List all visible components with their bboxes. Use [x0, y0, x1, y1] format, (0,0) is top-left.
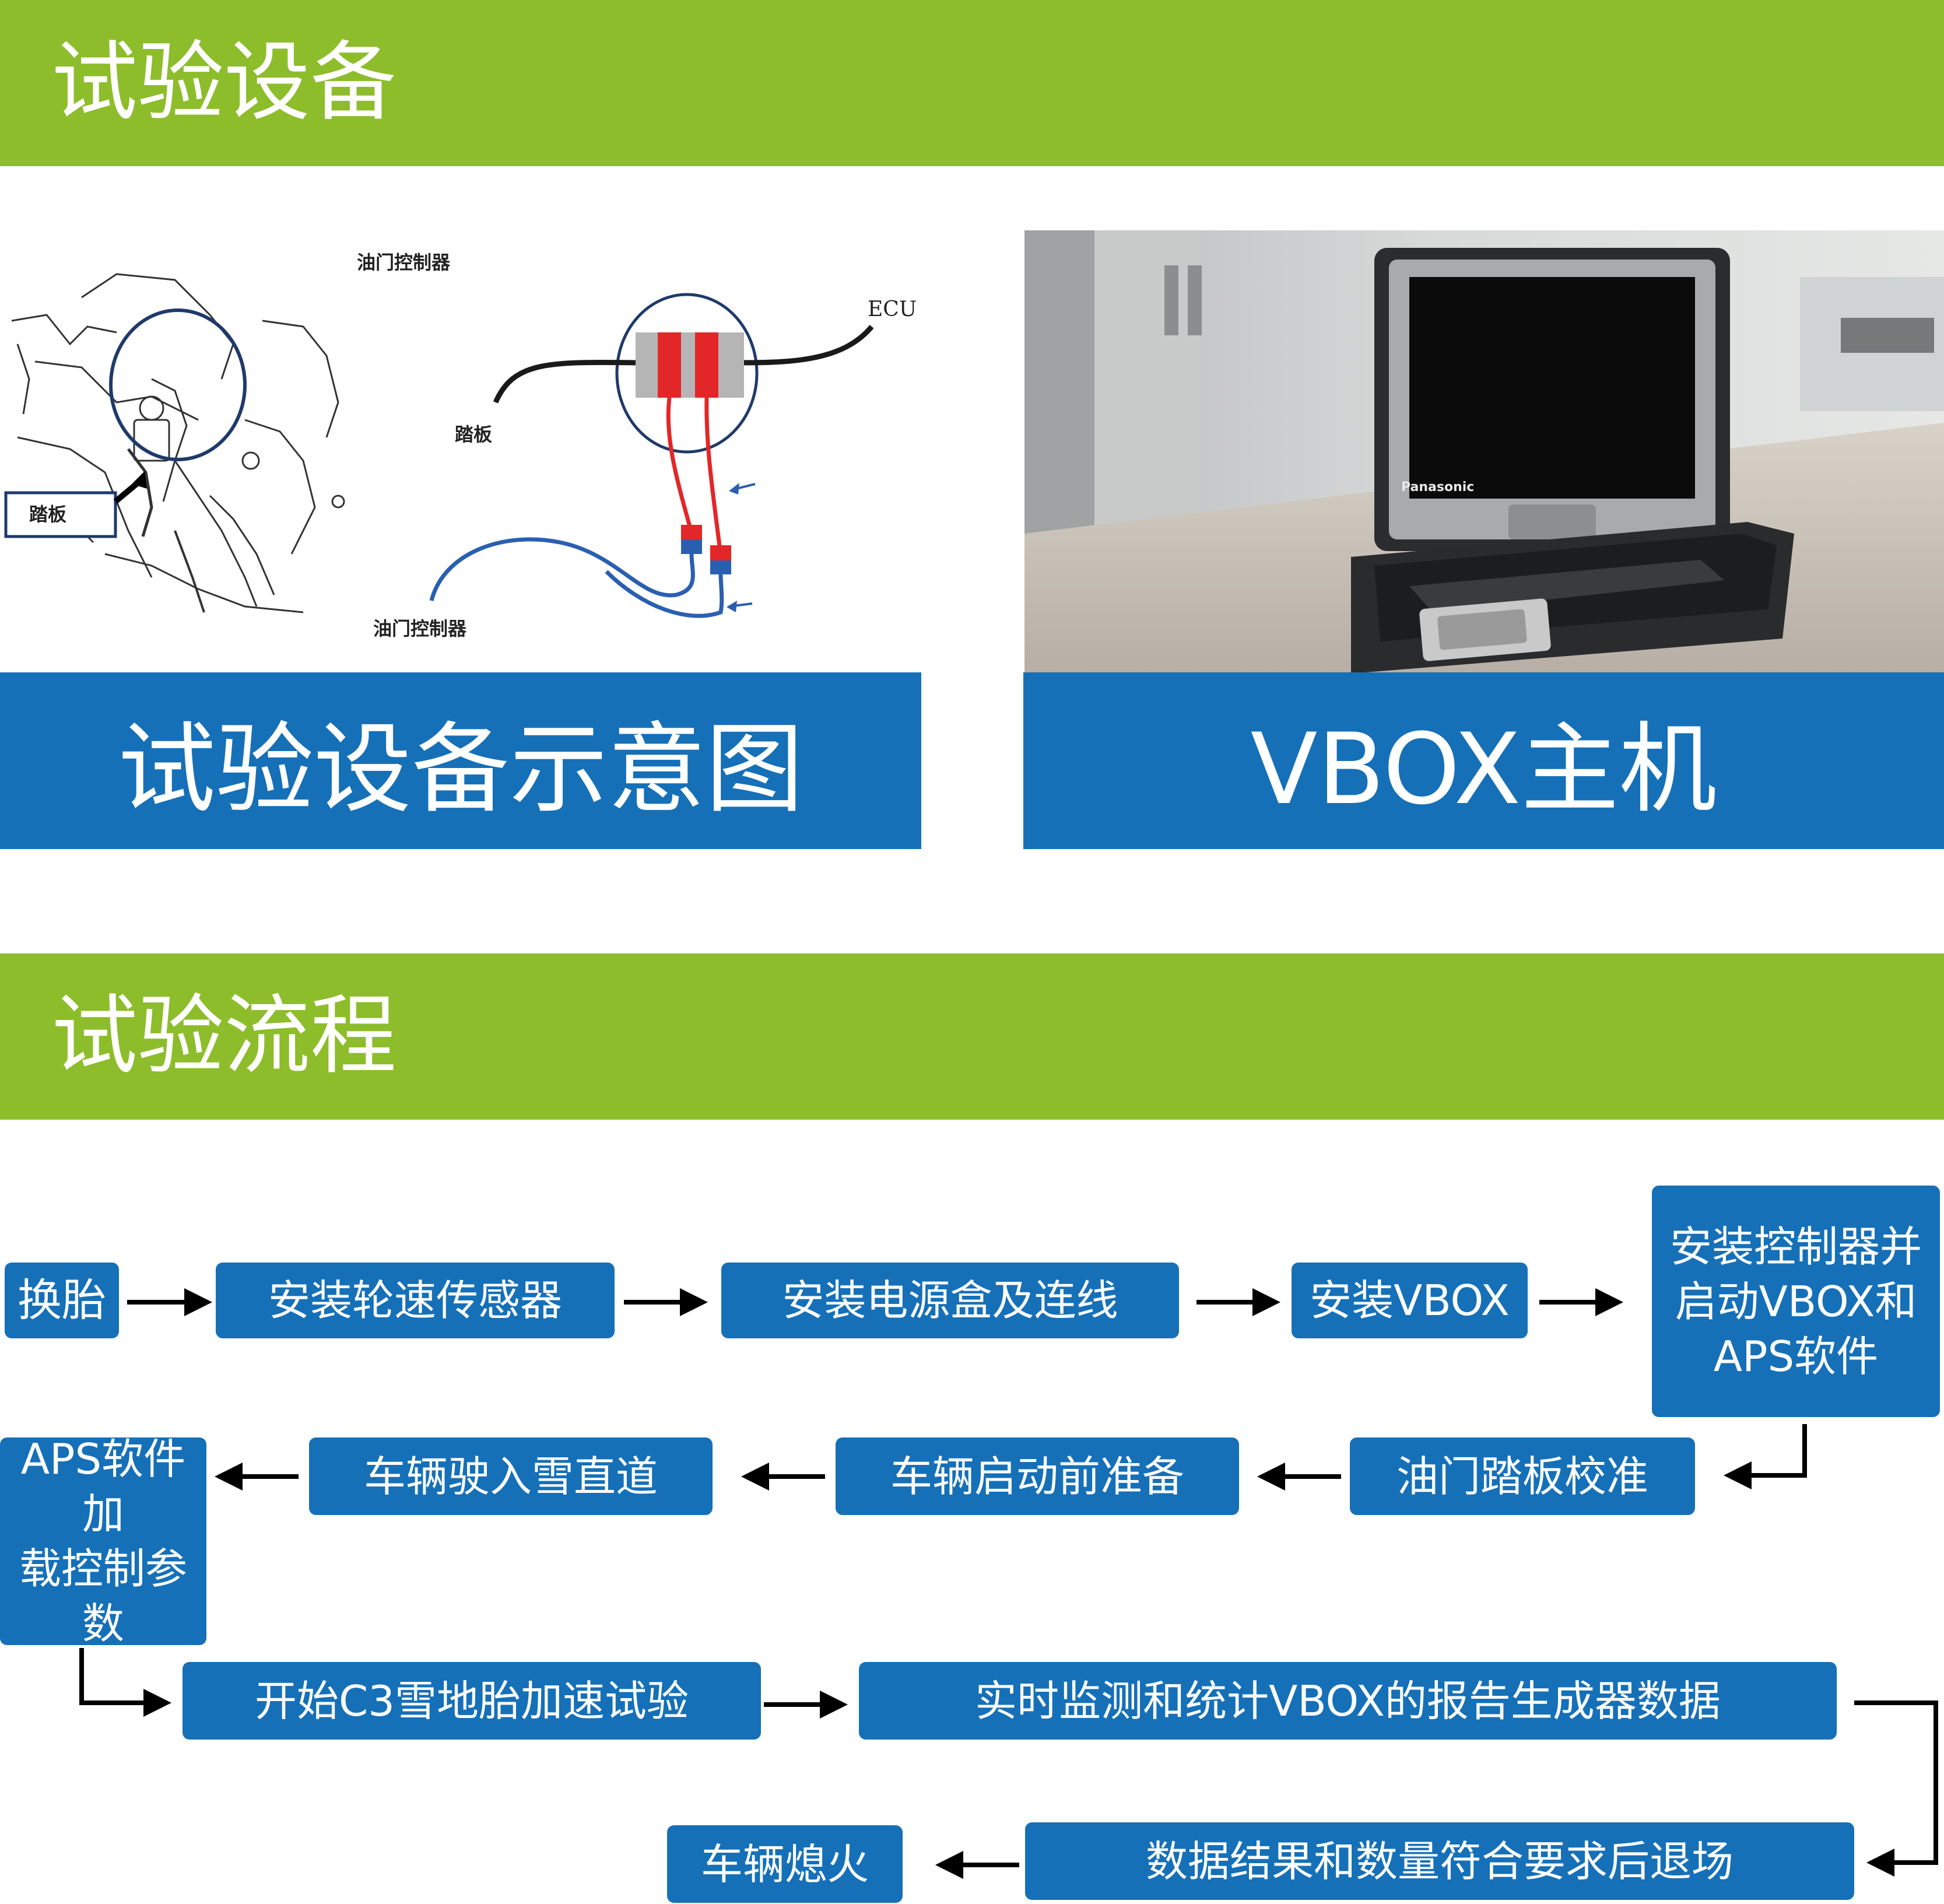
connector-red-left: [658, 332, 681, 398]
equipment-diagram: 油门控制器 ECU 踏板 踏板 油门控制器: [0, 227, 921, 671]
flow-step-change-tires: 换胎: [5, 1263, 119, 1338]
section-header-process: 试验流程: [0, 953, 1944, 1120]
magnifier-circle: [109, 308, 247, 461]
red-wire-left: [666, 397, 693, 531]
connector-red-right: [695, 332, 718, 398]
flow-step-monitor-vbox-report-data: 实时监测和统计VBOX的报告生成器数据: [859, 1662, 1837, 1740]
flow-step-pre-start-preparation: 车辆启动前准备: [836, 1437, 1239, 1515]
section-title-equipment: 试验设备: [51, 32, 396, 132]
flow-step-install-controller-start-software: 安装控制器并 启动VBOX和 APS软件: [1652, 1186, 1940, 1417]
flow-step-drive-into-snow-lane: 车辆驶入雪直道: [309, 1437, 713, 1515]
laptop-screen: [1409, 277, 1695, 499]
equipment-diagram-svg: [4, 273, 874, 618]
pedal-illustration: [11, 273, 345, 613]
section-header-equipment: 试验设备: [0, 0, 1944, 166]
flow-step-install-vbox: 安装VBOX: [1292, 1263, 1528, 1338]
caption-vbox-host: VBOX主机: [1023, 672, 1944, 849]
label-throttle-controller-top: 油门控制器: [357, 251, 451, 273]
label-throttle-controller-bottom: 油门控制器: [373, 618, 467, 640]
flow-step-load-control-parameters: APS软件加 载控制参 数: [0, 1435, 206, 1648]
ecu-wire: [743, 325, 874, 366]
vbox-photo-svg: [1024, 230, 1944, 674]
flow-step-throttle-pedal-calibration: 油门踏板校准: [1350, 1437, 1695, 1515]
blue-wire: [429, 537, 695, 601]
vbox-photo: Panasonic: [1024, 230, 1944, 674]
red-wire-right: [704, 397, 722, 552]
flow-step-install-power-box: 安装电源盒及连线: [721, 1263, 1179, 1338]
flow-step-install-wheel-speed-sensor: 安装轮速传感器: [216, 1263, 615, 1338]
pedal-wire: [493, 359, 636, 404]
connector-block: [636, 332, 744, 398]
label-pedal-illustration: 踏板: [29, 503, 67, 525]
flow-step-data-ok-exit-site: 数据结果和数量符合要求后退场: [1025, 1822, 1854, 1900]
caption-equipment-diagram: 试验设备示意图: [0, 672, 921, 849]
label-pedal-schematic: 踏板: [455, 423, 493, 446]
laptop-brand-logo: Panasonic: [1401, 480, 1475, 495]
flow-step-start-snow-tire-acceleration-test: 开始C3雪地胎加速试验: [183, 1662, 761, 1740]
flow-step-engine-off: 车辆熄火: [667, 1825, 903, 1903]
pedal-label-box: [4, 491, 117, 538]
section-title-process: 试验流程: [51, 986, 396, 1086]
controller-circle: [615, 293, 759, 454]
label-ecu: ECU: [868, 297, 917, 321]
